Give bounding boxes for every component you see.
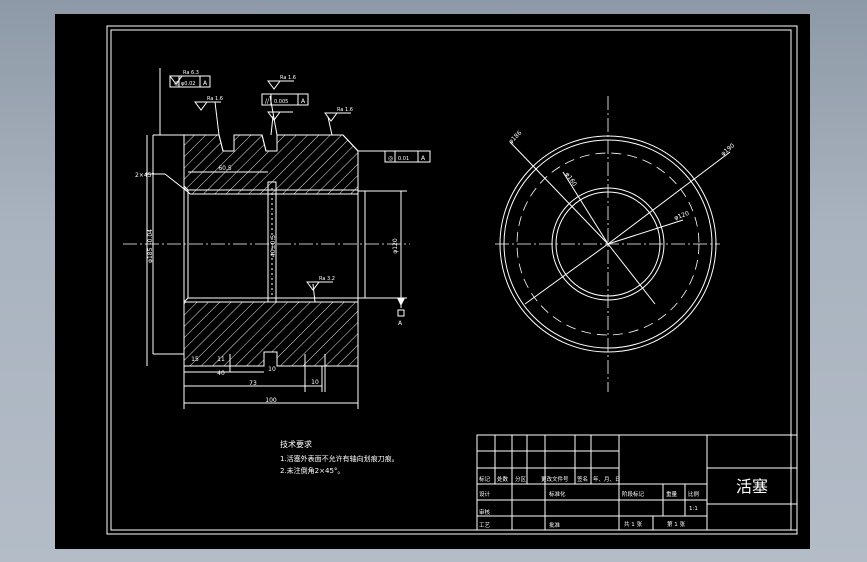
tol3-value: 0.01 <box>398 156 409 162</box>
datum-label: A <box>398 320 403 327</box>
tb-stage-mark: 阶段标记 <box>622 490 645 498</box>
tb-approve: 批准 <box>549 521 561 529</box>
note-1: 1.活塞外表面不允许有轴向划痕刀痕。 <box>280 454 399 463</box>
tol2-value: 0.005 <box>274 99 288 105</box>
tb-label-sign: 签名 <box>577 475 588 483</box>
tol3-datum: A <box>421 155 426 162</box>
dim-15: 15 <box>191 356 199 363</box>
tb-label-changefile: 更改文件号 <box>541 475 569 483</box>
side-view <box>495 96 731 392</box>
cad-viewport[interactable]: 100 73 40 15 11 10 10 60.5 40±0.5 φ185_-… <box>55 14 810 549</box>
tb-review: 审核 <box>479 508 491 516</box>
dim-10b: 10 <box>311 379 319 386</box>
outer-frame <box>106 25 798 535</box>
dim-side-phi120: φ120 <box>673 210 690 222</box>
tb-label-count: 处数 <box>497 475 509 483</box>
note-2: 2.未注倒角2×45°。 <box>280 466 344 475</box>
tol2-datum: A <box>301 98 306 105</box>
tb-label-date: 年、月、日 <box>593 475 621 483</box>
tb-part-name: 活塞 <box>736 477 768 496</box>
tb-scale: 比例 <box>688 490 700 498</box>
dim-40: 40 <box>217 370 225 377</box>
front-view-labels: 100 73 40 15 11 10 10 60.5 40±0.5 φ185_-… <box>135 70 426 404</box>
dim-phi185: φ185_-0.04 <box>147 229 154 263</box>
dim-40-tol: 40±0.5 <box>270 235 277 257</box>
tb-label-mark: 标记 <box>479 475 491 483</box>
dim-10a: 10 <box>268 366 276 373</box>
tol1-value: φ0.02 <box>181 81 195 87</box>
title-block: 标记 处数 分区 更改文件号 签名 年、月、日 设计 标准化 审核 工艺 批准 … <box>476 434 798 531</box>
roughness-4: Ra 1.6 <box>337 107 353 113</box>
tb-sheets-total: 共 1 张 <box>624 520 642 528</box>
roughness-5: Ra 3.2 <box>319 276 335 282</box>
front-view <box>123 68 431 409</box>
dim-60-5: 60.5 <box>218 165 232 172</box>
roughness-2: Ra 1.6 <box>207 96 223 102</box>
dim-100: 100 <box>265 397 277 404</box>
tb-sheet-no: 第 1 张 <box>667 520 685 528</box>
dim-phi190: φ190 <box>720 142 736 157</box>
technical-notes: 技术要求 1.活塞外表面不允许有轴向划痕刀痕。 2.未注倒角2×45°。 <box>280 439 399 475</box>
dim-phi160: φ160 <box>563 171 578 188</box>
chamfer-label: 2×45° <box>135 172 154 179</box>
engineering-drawing: 100 73 40 15 11 10 10 60.5 40±0.5 φ185_-… <box>106 25 798 535</box>
dim-phi186: φ186 <box>507 129 523 145</box>
tol3-symbol: ◎ <box>388 155 393 162</box>
dim-phi120: φ120 <box>392 238 399 254</box>
tol1-symbol: ◎ <box>174 80 179 87</box>
tb-label-zone: 分区 <box>515 475 527 483</box>
tb-process: 工艺 <box>479 522 491 529</box>
tb-weight: 重量 <box>666 490 678 498</box>
dim-11: 11 <box>217 356 225 363</box>
roughness-3: Ra 1.6 <box>280 75 296 81</box>
tb-standardization: 标准化 <box>549 490 566 498</box>
inner-frame <box>110 29 792 531</box>
tol2-symbol: // <box>265 98 270 105</box>
tb-designer: 设计 <box>479 490 491 498</box>
roughness-1: Ra 6.3 <box>183 70 199 76</box>
tol1-datum: A <box>203 80 208 87</box>
notes-heading: 技术要求 <box>280 439 312 449</box>
dim-73: 73 <box>249 380 257 387</box>
tb-scale-value: 1:1 <box>689 506 698 512</box>
